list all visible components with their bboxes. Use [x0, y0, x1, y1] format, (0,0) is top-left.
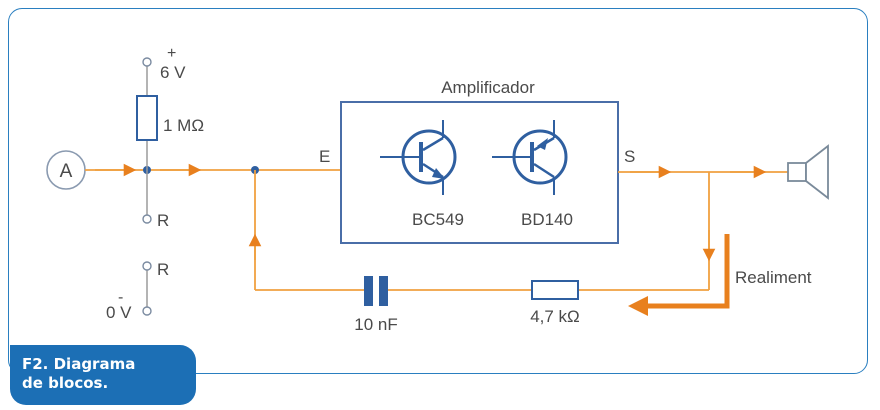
terminal-r-upper-label: R — [157, 211, 169, 230]
transistor-pnp-icon — [492, 120, 568, 195]
supply-positive-sign: + — [167, 45, 176, 62]
supply-negative-sign: - — [118, 289, 123, 306]
amplifier-block — [340, 101, 619, 244]
capacitor-label: 10 nF — [354, 315, 397, 334]
resistor-feedback-icon — [531, 280, 579, 300]
figure-caption: F2. Diagrama de blocos. — [10, 345, 196, 405]
caption-line-2: de blocos. — [22, 374, 109, 392]
output-signal-line — [618, 165, 788, 290]
resistor-1m-icon — [136, 95, 158, 141]
feedback-arrow — [628, 234, 730, 316]
transistor-1-label: BC549 — [412, 210, 464, 229]
terminal-r-upper — [142, 214, 152, 224]
resistor-1m-label: 1 MΩ — [163, 116, 204, 135]
transistor-2-label: BD140 — [521, 210, 573, 229]
terminal-6v — [142, 57, 152, 67]
caption-line-1: F2. Diagrama — [22, 355, 136, 373]
supply-positive-label: 6 V — [160, 63, 186, 82]
resistor-feedback-label: 4,7 kΩ — [530, 307, 580, 326]
output-label: S — [624, 147, 635, 166]
terminal-r-lower — [142, 261, 152, 271]
amplifier-title: Amplificador — [441, 78, 535, 97]
input-label: E — [319, 147, 330, 166]
feedback-line — [248, 170, 709, 291]
transistor-npn-icon — [380, 120, 457, 195]
source-a: A — [46, 150, 86, 190]
terminal-r-lower-label: R — [157, 260, 169, 279]
terminal-0v — [142, 306, 152, 316]
speaker-icon — [787, 144, 829, 200]
source-label: A — [60, 161, 73, 182]
supply-negative-label: 0 V — [106, 303, 132, 322]
capacitor-icon — [364, 276, 388, 306]
feedback-label: Realiment — [735, 268, 812, 287]
